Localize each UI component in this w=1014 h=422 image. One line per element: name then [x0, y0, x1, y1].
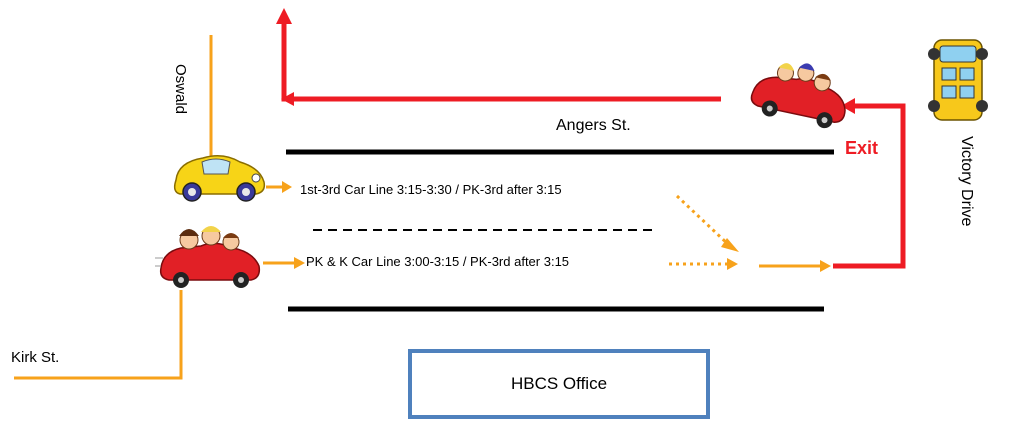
yellow-car-icon: [173, 155, 266, 202]
exit-label: Exit: [845, 138, 879, 158]
red-car-family-icon: [155, 226, 261, 288]
lower-lane-entry-arrow: [263, 257, 305, 269]
upper-lane-label: 1st-3rd Car Line 3:15-3:30 / PK-3rd afte…: [300, 182, 562, 197]
victory-drive-label: Victory Drive: [958, 136, 975, 227]
upper-lane-merge-arrow: [675, 194, 739, 252]
office-label: HBCS Office: [510, 374, 608, 393]
angers-street-label: Angers St.: [556, 117, 631, 134]
school-bus-icon: [928, 39, 988, 121]
lower-lane-merge-arrow: [669, 258, 738, 270]
red-car-exit-icon: [750, 63, 846, 129]
oswald-street-label: Oswald: [172, 64, 189, 115]
kirk-route-line: [14, 290, 183, 380]
exit-route: [833, 98, 906, 269]
angers-return-arrow: [276, 8, 721, 106]
kirk-street-label: Kirk St.: [11, 349, 60, 366]
exit-lane-arrow: [759, 260, 831, 272]
hbcs-office-box: HBCS Office: [408, 349, 710, 419]
lower-lane-label: PK & K Car Line 3:00-3:15 / PK-3rd after…: [306, 254, 570, 269]
upper-lane-entry-arrow: [266, 181, 292, 193]
